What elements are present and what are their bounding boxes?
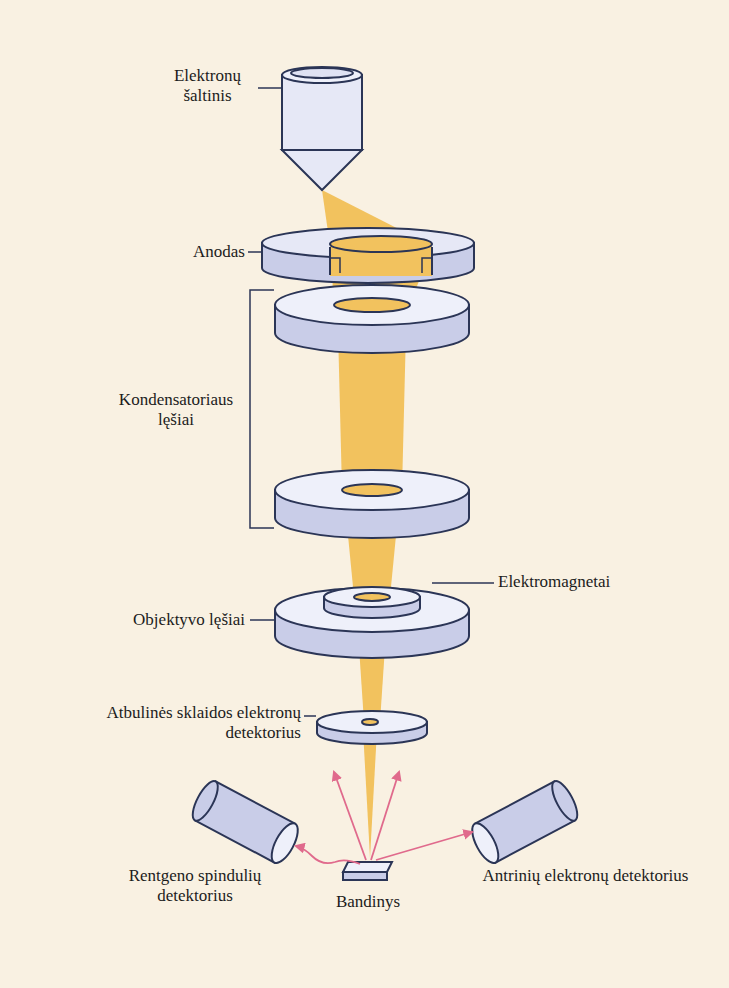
part-label: Elektronų šaltinis — [160, 66, 255, 106]
condenser-lens — [275, 470, 469, 538]
sample — [343, 862, 392, 880]
part-label: Anodas — [150, 242, 245, 262]
part-label: Objektyvo lęšiai — [85, 610, 245, 630]
part-label: Elektromagnetai — [498, 572, 638, 592]
condenser-lens — [275, 285, 469, 353]
part-label: Antrinių elektronų detektorius — [478, 866, 693, 886]
emission-arrows — [296, 772, 472, 864]
leader-lines — [248, 88, 494, 716]
xray-detector — [188, 778, 303, 867]
part-label: Rentgeno spindulių detektorius — [105, 866, 285, 906]
secondary-electron-detector — [467, 778, 582, 867]
backscatter-detector — [317, 711, 427, 744]
part-label: Bandinys — [318, 892, 418, 912]
part-label: Atbulinės sklaidos elektronų detektorius — [105, 703, 301, 743]
electron-source — [282, 67, 362, 190]
anode — [262, 228, 474, 283]
part-label: Kondensatoriaus lęšiai — [110, 390, 242, 430]
objective-lens — [275, 587, 469, 658]
